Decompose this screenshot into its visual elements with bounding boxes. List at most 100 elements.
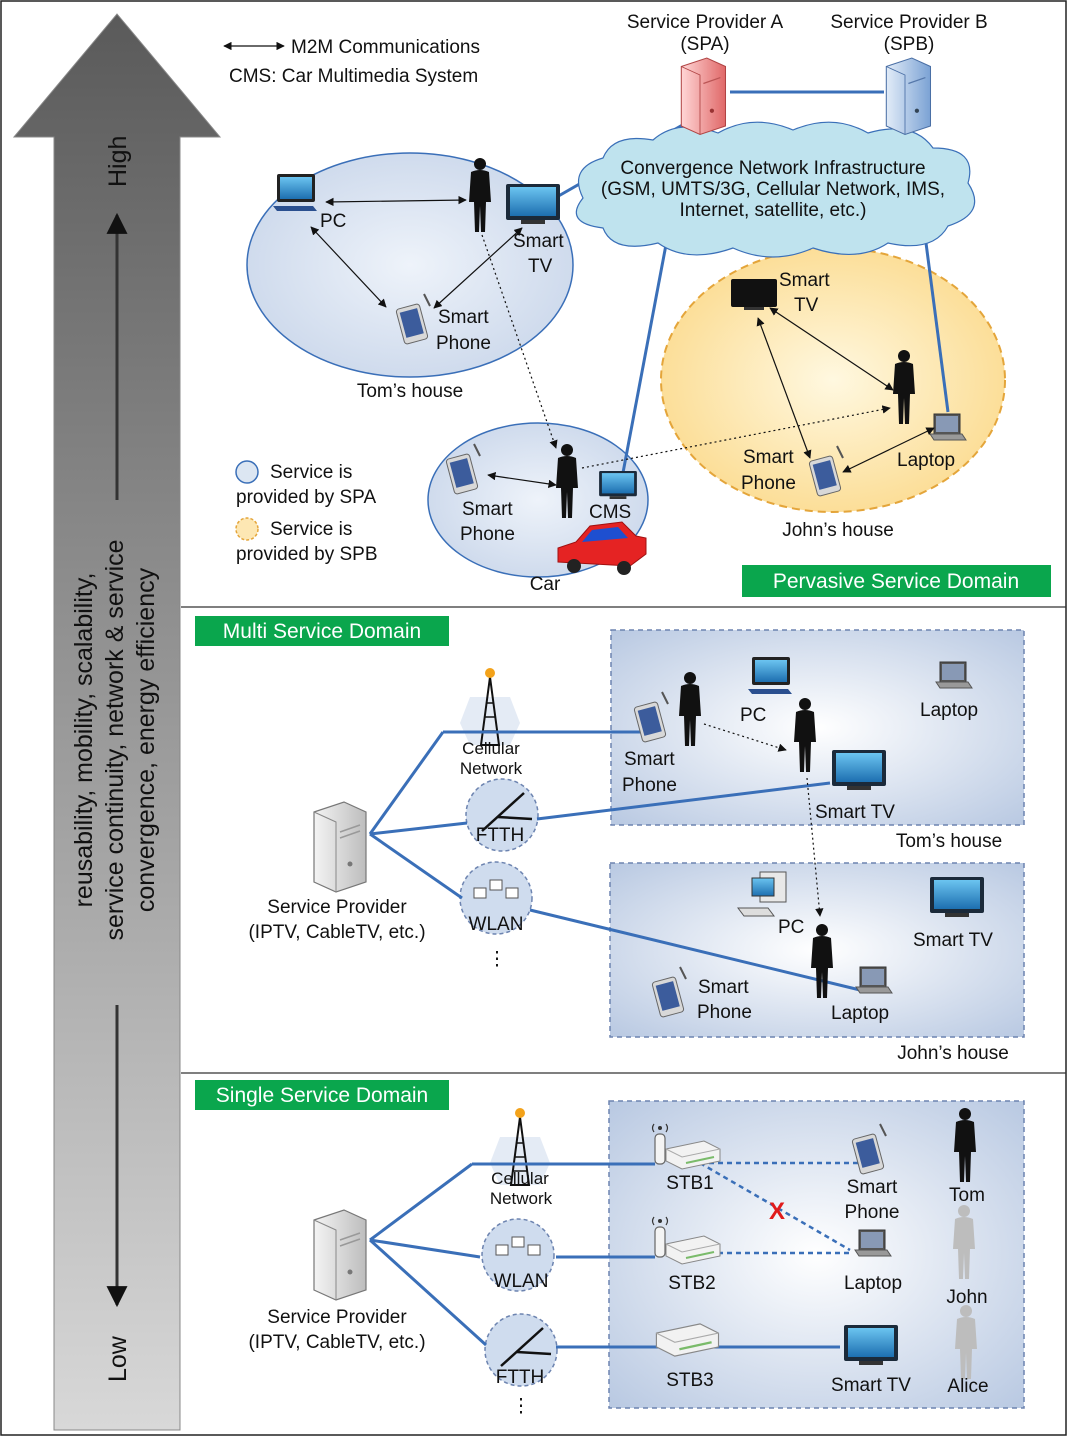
multi-john-tv-label: Smart TV [913, 930, 993, 951]
cloud-line1: Convergence Network Infrastructure [620, 158, 925, 179]
multi-badge [195, 616, 449, 646]
pervasive-badge-label: Pervasive Service Domain [773, 570, 1019, 593]
cloud-line3: Internet, satellite, etc.) [680, 200, 867, 221]
multi-john-pc-label: PC [778, 917, 804, 938]
single-phone-label2: Phone [845, 1202, 900, 1223]
single-no-connection-mark: X [769, 1198, 785, 1225]
single-sp-label2: (IPTV, CableTV, etc.) [248, 1332, 425, 1353]
spa-server-icon [680, 57, 727, 136]
multi-john-house-label: John’s house [897, 1043, 1009, 1064]
multi-cellular-label1: Cellular [462, 739, 520, 758]
axis-text-line2: service continuity, network & service [101, 539, 129, 940]
multi-tom-house-label: Tom’s house [896, 831, 1002, 852]
pervasive-badge [742, 565, 1051, 597]
cms-legend-label: CMS: Car Multimedia System [229, 66, 478, 87]
single-tv-label: Smart TV [831, 1375, 911, 1396]
john-tv-label2: TV [794, 295, 819, 316]
single-more-dots: ⋮ [512, 1396, 531, 1417]
axis-text-line3: convergence, energy efficiency [132, 567, 160, 912]
cloud-line2: (GSM, UMTS/3G, Cellular Network, IMS, [601, 179, 945, 200]
multi-tom-pc-label: PC [740, 705, 766, 726]
multi-tom-phone-label1: Smart [624, 749, 675, 770]
spb-abbrev: (SPB) [884, 34, 935, 55]
multi-badge-label: Multi Service Domain [223, 620, 421, 643]
tom-tv-icon [506, 184, 560, 224]
single-ftth-label: FTTH [496, 1367, 545, 1388]
single-badge [195, 1080, 449, 1110]
spa-legend-swatch [235, 460, 259, 484]
multi-wlan-icon [459, 861, 533, 935]
single-sp-label1: Service Provider [267, 1307, 407, 1328]
tom-tv-label2: TV [528, 256, 553, 277]
multi-more-dots: ⋮ [488, 949, 507, 970]
tom-phone-label1: Smart [438, 307, 489, 328]
spb-legend-line2: provided by SPB [236, 544, 378, 565]
tom-m2m-arrows [310, 195, 558, 449]
axis-high-label: High [104, 136, 132, 187]
john-tv-label1: Smart [779, 270, 830, 291]
spb-server-icon [885, 57, 932, 136]
single-alice-label: Alice [947, 1376, 988, 1397]
spa-name: Service Provider A [627, 12, 784, 33]
john-phone-label1: Smart [743, 447, 794, 468]
stb1-label: STB1 [666, 1173, 714, 1194]
stb2-label: STB2 [668, 1273, 716, 1294]
tom-pc-label: PC [320, 211, 346, 232]
multi-wlan-label: WLAN [469, 914, 524, 935]
car-cms-label: CMS [589, 502, 631, 523]
car-phone-label1: Smart [462, 499, 513, 520]
multi-sp-label2: (IPTV, CableTV, etc.) [248, 922, 425, 943]
axis-low-label: Low [104, 1335, 132, 1382]
multi-tom-laptop-label: Laptop [920, 700, 978, 721]
multi-john-tv-icon [930, 877, 984, 917]
tom-house-label: Tom’s house [357, 381, 463, 402]
axis-arrow: High Low reusability, mobility, scalabil… [12, 13, 222, 1431]
multi-tom-phone-label2: Phone [622, 775, 677, 796]
car-m2m-arrows [487, 405, 891, 489]
multi-links [368, 730, 861, 992]
axis-text-line1: reusability, mobility, scalability, [70, 573, 98, 908]
multi-john-phone-label2: Phone [697, 1002, 752, 1023]
multi-john-phone-label1: Smart [698, 977, 749, 998]
tom-phone-label2: Phone [436, 333, 491, 354]
single-server-icon [313, 1209, 367, 1301]
spa-legend-line2: provided by SPA [236, 487, 376, 508]
single-domain: Single Service Domain Cellular Network W… [195, 1080, 1025, 1417]
multi-ftth-label: FTTH [476, 825, 525, 846]
multi-dotted-arrows [703, 723, 824, 917]
spb-legend-swatch [235, 517, 259, 541]
car-label: Car [530, 574, 561, 595]
multi-john-pc-icon [737, 871, 787, 917]
john-house-label: John’s house [782, 520, 894, 541]
single-dashed-links [699, 1161, 858, 1255]
stb3-label: STB3 [666, 1370, 714, 1391]
m2m-legend-label: M2M Communications [291, 37, 480, 58]
spb-name: Service Provider B [830, 12, 987, 33]
car-icon [557, 521, 647, 575]
john-m2m-arrows [756, 307, 935, 473]
multi-cellular-label2: Network [460, 759, 523, 778]
pervasive-domain: M2M Communications CMS: Car Multimedia S… [223, 12, 1051, 597]
multi-john-laptop-label: Laptop [831, 1003, 889, 1024]
single-badge-label: Single Service Domain [216, 1084, 428, 1107]
single-laptop-label: Laptop [844, 1273, 902, 1294]
multi-server-icon [313, 801, 367, 893]
multi-ftth-icon [465, 778, 539, 852]
car-phone-label2: Phone [460, 524, 515, 545]
multi-domain: Multi Service Domain Tom’s house John’s … [195, 616, 1025, 1064]
multi-sp-label1: Service Provider [267, 897, 407, 918]
tom-house-area [246, 152, 574, 378]
spb-legend-line1: Service is [270, 519, 352, 540]
single-wlan-icon [481, 1218, 555, 1292]
car-cms-icon [599, 471, 637, 499]
spa-legend-line1: Service is [270, 462, 352, 483]
john-tv-icon [731, 279, 777, 310]
single-ftth-icon [484, 1313, 558, 1387]
john-laptop-label: Laptop [897, 450, 955, 471]
single-tv-icon [844, 1325, 898, 1365]
single-phone-label1: Smart [847, 1177, 898, 1198]
multi-tom-tv-label: Smart TV [815, 802, 895, 823]
